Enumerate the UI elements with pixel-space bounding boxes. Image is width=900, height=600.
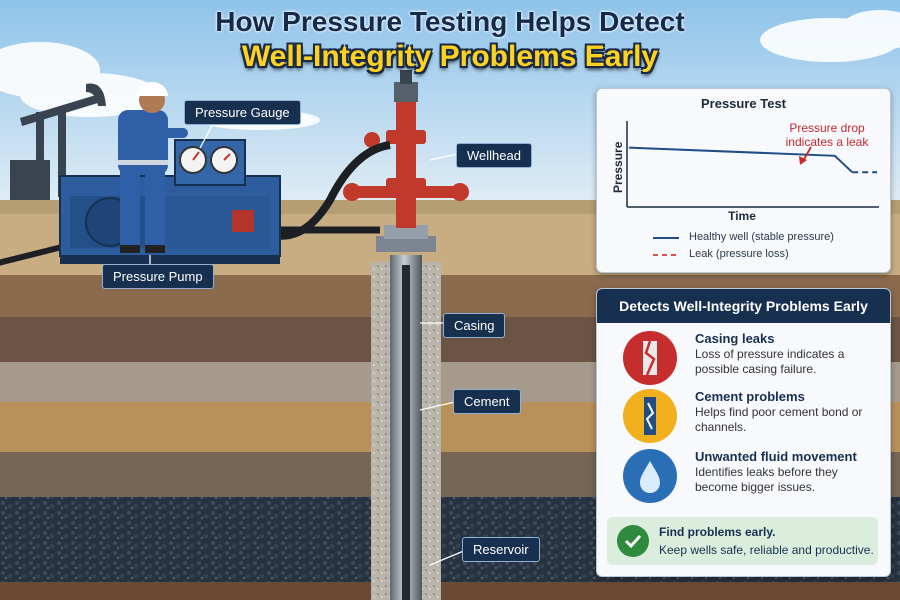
pressure-test-chart: Pressure Test Pressure drop indicates a … bbox=[596, 88, 891, 273]
callout-pressure-gauge: Pressure Gauge bbox=[184, 100, 301, 125]
main-subtitle: Well-Integrity Problems Early bbox=[241, 40, 659, 73]
legend-item-leak: Leak (pressure loss) bbox=[689, 248, 789, 260]
check-icon bbox=[617, 525, 649, 557]
summary-banner: Find problems early. Keep wells safe, re… bbox=[607, 517, 878, 565]
problem-desc: Identifies leaks before they become bigg… bbox=[695, 465, 838, 494]
legend-label-healthy: Healthy well (stable pressure) bbox=[689, 231, 834, 243]
problem-desc: Helps find poor cement bond or channels. bbox=[695, 405, 863, 434]
problem-item-fluid-movement: Unwanted fluid movement Identifies leaks… bbox=[623, 449, 883, 505]
callout-cement: Cement bbox=[453, 389, 521, 414]
cement-crack-icon bbox=[623, 389, 677, 443]
callout-reservoir: Reservoir bbox=[462, 537, 540, 562]
water-drop-icon bbox=[623, 449, 677, 503]
main-title: How Pressure Testing Helps Detect bbox=[215, 6, 685, 37]
problems-heading: Detects Well-Integrity Problems Early bbox=[597, 289, 890, 323]
problem-title: Casing leaks bbox=[695, 331, 775, 346]
cracked-pipe-icon bbox=[623, 331, 677, 385]
problem-item-cement: Cement problems Helps find poor cement b… bbox=[623, 389, 883, 445]
x-axis-label: Time bbox=[728, 209, 756, 223]
summary-desc: Keep wells safe, reliable and productive… bbox=[659, 543, 874, 557]
legend-label-leak: Leak (pressure loss) bbox=[689, 248, 789, 260]
chart-annotation: Pressure drop indicates a leak bbox=[785, 121, 869, 149]
problem-title: Unwanted fluid movement bbox=[695, 449, 857, 464]
problems-panel: Detects Well-Integrity Problems Early Ca… bbox=[596, 288, 891, 577]
problem-item-casing-leaks: Casing leaks Loss of pressure indicates … bbox=[623, 331, 883, 387]
chart-plot bbox=[626, 121, 879, 256]
annotation-arrowhead bbox=[799, 156, 807, 165]
chart-title: Pressure Test bbox=[700, 96, 787, 111]
problem-title: Cement problems bbox=[695, 389, 805, 404]
callout-casing: Casing bbox=[443, 313, 506, 338]
y-axis-label: Pressure bbox=[611, 141, 625, 193]
callout-pressure-pump: Pressure Pump bbox=[102, 264, 214, 289]
series-line-healthy bbox=[628, 146, 853, 173]
legend-item-healthy: Healthy well (stable pressure) bbox=[689, 231, 834, 243]
callout-wellhead: Wellhead bbox=[456, 143, 532, 168]
problem-desc: Loss of pressure indicates a possible ca… bbox=[695, 347, 845, 376]
summary-title: Find problems early. bbox=[659, 525, 776, 539]
